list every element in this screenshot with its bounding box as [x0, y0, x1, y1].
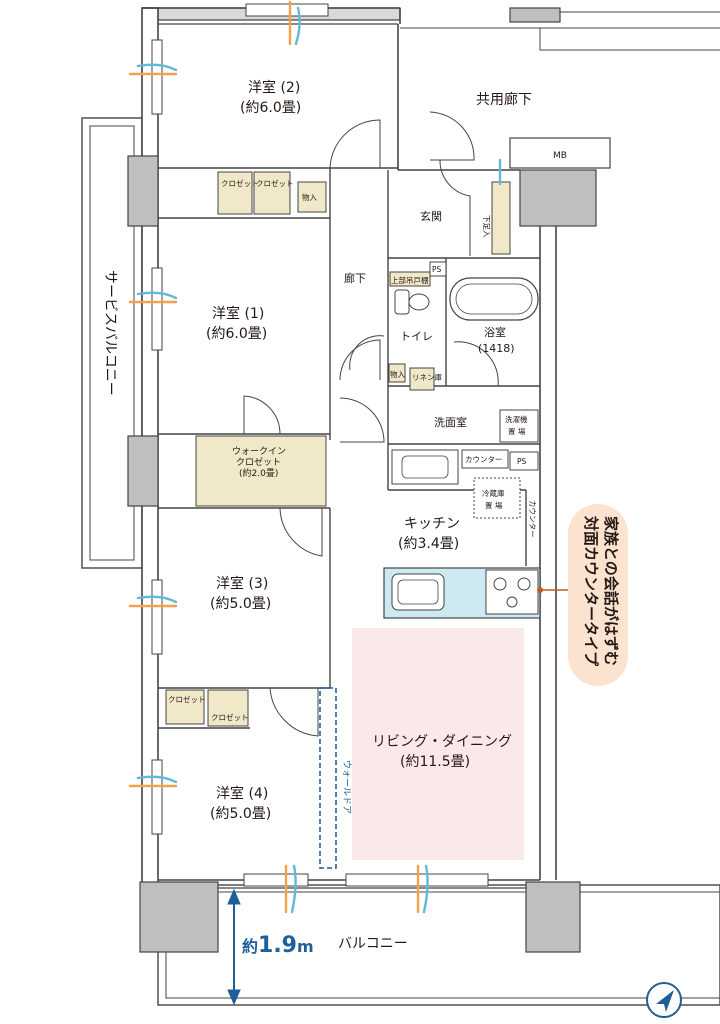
- counter-label-1: カウンター: [465, 455, 503, 464]
- counter-box-1: [461, 449, 509, 469]
- walkin-label-1: ウォークイン: [232, 446, 286, 457]
- closet-label-2: クロゼット: [256, 178, 294, 188]
- kitchen-name: キッチン: [404, 516, 460, 532]
- washer-area: [499, 409, 539, 443]
- airflow-arrow-icon: [128, 0, 502, 914]
- fridge-area: [473, 477, 521, 519]
- service-balcony-label: サービスバルコニー: [102, 270, 118, 396]
- room-western-1-name: 洋室 (1): [212, 305, 264, 322]
- room-western-1-size: (約6.0畳): [206, 326, 267, 342]
- storage-label-1: 物入: [302, 192, 317, 202]
- door-swings: [243, 111, 499, 737]
- washer-label-1: 洗濯機: [505, 414, 528, 424]
- storage-label-2: 物入: [390, 369, 405, 379]
- room-western-4-name: 洋室 (4): [216, 785, 268, 802]
- burner-1: [493, 577, 507, 591]
- kitchen-sink-inner: [397, 579, 439, 605]
- callout-bubble: [537, 504, 628, 686]
- living-name: リビング・ダイニング: [372, 734, 512, 750]
- linen-label: リネン庫: [412, 372, 442, 382]
- closet-label-4: クロゼット: [211, 712, 249, 722]
- room-western-4-size: (約5.0畳): [210, 806, 271, 822]
- shoe-box-label: 下足入: [482, 215, 491, 238]
- walkin-size: (約2.0畳): [239, 467, 278, 479]
- bathtub: [449, 277, 539, 321]
- ps-box-2: [509, 451, 539, 471]
- interior-walls: [158, 167, 540, 729]
- room-western-3-size: (約5.0畳): [210, 596, 271, 612]
- wall-door-label: ウォールドア: [341, 760, 352, 814]
- bathtub-inner: [455, 283, 533, 315]
- wall-door: [319, 687, 337, 869]
- ps-label-1: PS: [432, 265, 442, 274]
- bath-size: (1418): [478, 342, 515, 355]
- balcony-label: バルコニー: [338, 936, 408, 952]
- top-cabinet-label: 上部吊戸棚: [391, 275, 429, 285]
- room-western-2-name: 洋室 (2): [248, 79, 300, 96]
- toilet-fixture: [394, 289, 430, 315]
- bath-name: 浴室: [484, 325, 506, 339]
- kitchen-sink: [391, 573, 445, 611]
- balcony-depth-prefix: 約: [242, 937, 258, 956]
- balcony-depth-value: 1.9: [258, 933, 297, 958]
- fridge-label-2: 置 場: [485, 500, 503, 510]
- ps-label-2: PS: [517, 457, 527, 466]
- room-western-2-size: (約6.0畳): [240, 100, 301, 116]
- compass-north-arrow-icon: [646, 982, 682, 1018]
- closets: [165, 171, 511, 727]
- callout-line-1: 家族との会話がはずむ: [602, 516, 620, 666]
- structural-columns: [127, 7, 597, 953]
- balcony-depth-unit: m: [297, 937, 314, 956]
- living-dining-area: [352, 628, 524, 860]
- toilet-label: トイレ: [400, 330, 433, 343]
- burner-2: [517, 577, 531, 591]
- closet-label-1: クロゼット: [221, 178, 259, 188]
- closet-label-3: クロゼット: [168, 694, 206, 704]
- ps-box-1: [429, 261, 447, 277]
- washroom-label: 洗面室: [434, 415, 467, 429]
- counter-label-vertical: カウンター: [528, 500, 537, 538]
- living-size: (約11.5畳): [400, 754, 470, 770]
- entrance-label: 玄関: [420, 209, 442, 223]
- mb-box: [509, 137, 611, 169]
- hallway-label: 廊下: [344, 271, 366, 285]
- balcony-depth-dimension: [227, 888, 241, 1006]
- fridge-label-1: 冷蔵庫: [482, 488, 505, 498]
- balcony-depth-label: 約1.9m: [242, 933, 314, 958]
- mb-label: MB: [553, 151, 567, 161]
- burner-3: [506, 596, 518, 608]
- kitchen-size: (約3.4畳): [398, 536, 459, 552]
- wash-basin-bowl: [401, 455, 449, 479]
- windows: [151, 3, 489, 887]
- walkin-label-2: クロゼット: [236, 456, 281, 468]
- room-western-3-name: 洋室 (3): [216, 575, 268, 592]
- common-corridor-label: 共用廊下: [476, 91, 532, 108]
- callout-line-2: 対面カウンタータイプ: [582, 515, 600, 667]
- washer-label-2: 置 場: [508, 426, 526, 436]
